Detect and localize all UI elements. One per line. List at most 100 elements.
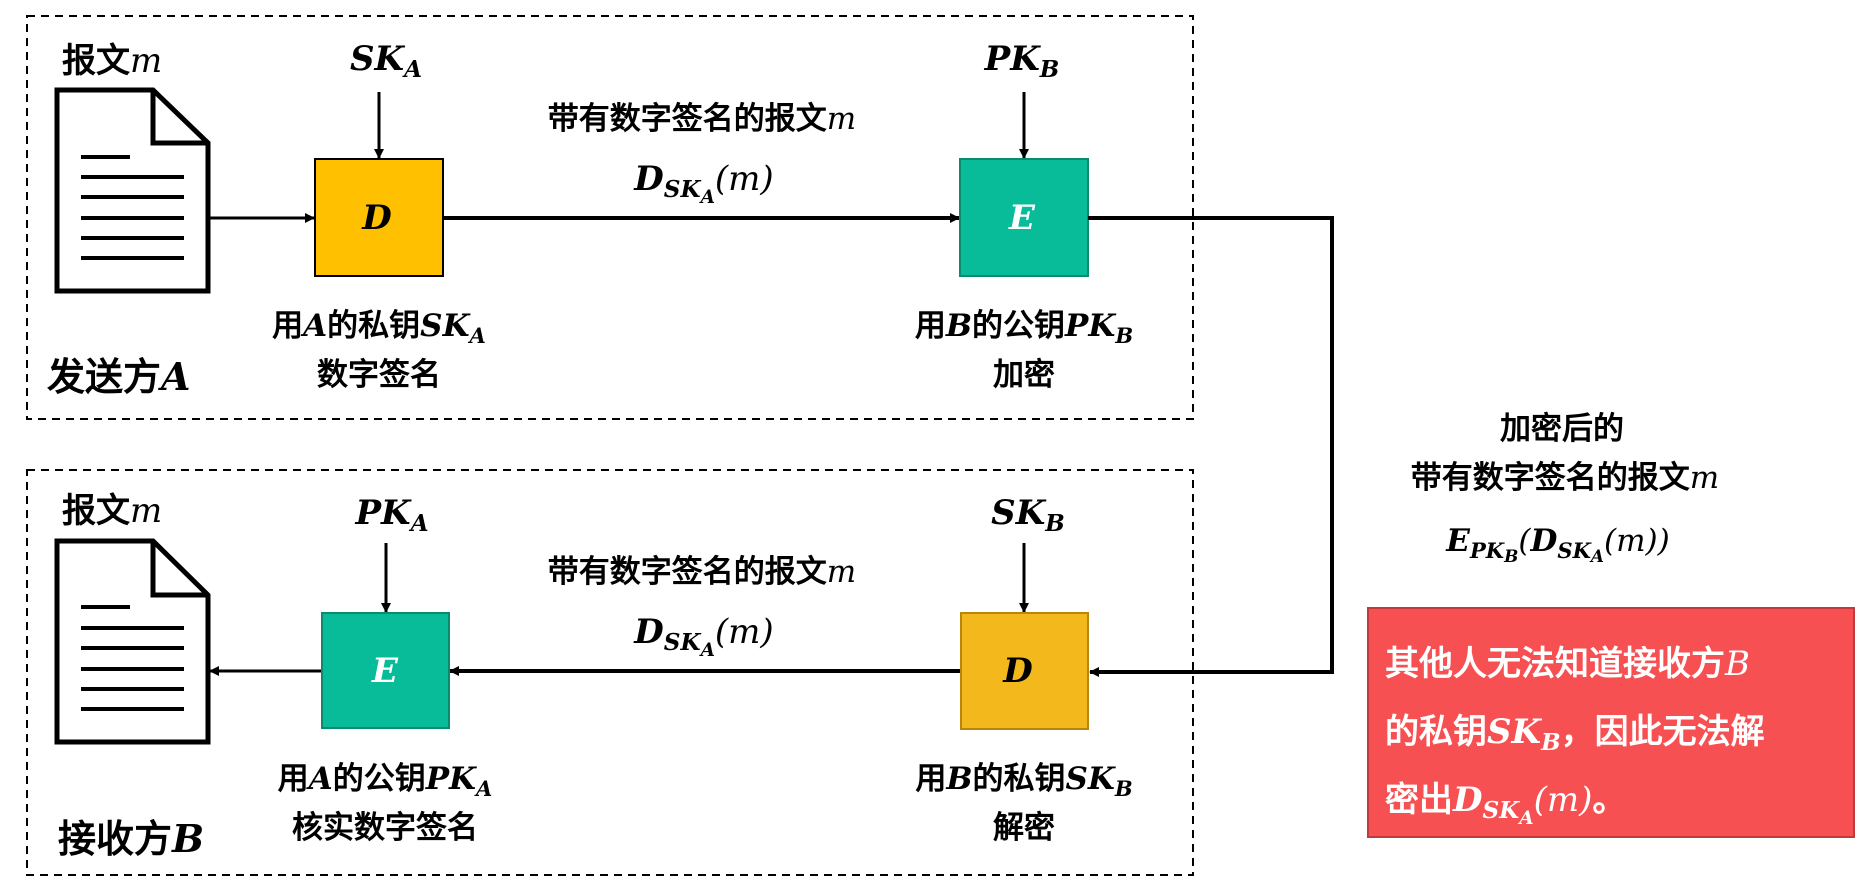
sender-document-icon <box>54 87 211 294</box>
note-line1-text: 其他人无法知道接收方 <box>1385 644 1725 684</box>
message-label-text: 报文 <box>62 491 130 531</box>
outer-sub-sub: B <box>1504 546 1519 567</box>
formula-fn: D <box>634 612 664 652</box>
verify-key-label: PKA <box>355 493 428 535</box>
caption-var: A <box>303 308 328 344</box>
caption-key-sub: B <box>1115 322 1134 348</box>
caption-mid: 的公钥 <box>972 308 1066 344</box>
key-sub: A <box>410 510 429 538</box>
outer-sub: PKB <box>1469 537 1519 567</box>
sign-caption-line2: 数字签名 <box>316 357 441 393</box>
key-main: PK <box>984 39 1040 79</box>
close-paren: ) <box>1657 523 1670 559</box>
formula-sub-main: SK <box>663 176 701 204</box>
mid-var: m <box>826 101 857 137</box>
decrypt-key-label: SKB <box>991 493 1065 535</box>
encrypt-box <box>959 158 1089 277</box>
note-line2-suffix: ，因此无法解 <box>1560 712 1765 752</box>
title-text: 接收方 <box>58 817 173 861</box>
key-sub: B <box>1045 510 1065 538</box>
channel-line2-var: m <box>1689 460 1720 496</box>
message-var: m <box>130 41 163 81</box>
caption-var: B <box>945 308 973 344</box>
formula-sub: SKA <box>663 176 715 206</box>
note-arg: (m) <box>1533 780 1593 820</box>
key-main: SK <box>349 39 405 79</box>
message-label-text: 报文 <box>62 41 130 81</box>
caption-key-main: PK <box>425 761 476 797</box>
channel-connector <box>1088 216 1334 677</box>
decrypt-caption: 用B的私钥SKB 解密 <box>915 756 1132 851</box>
mid-text: 带有数字签名的报文 <box>547 101 827 137</box>
decrypt-box-letter: D <box>1003 651 1033 691</box>
title-text: 发送方 <box>47 355 162 399</box>
sign-key-label: SKA <box>349 39 422 81</box>
note-fn: D <box>1453 780 1483 820</box>
note-line2: 的私钥SKB，因此无法解 <box>1385 712 1765 754</box>
note-line3-suffix: 。 <box>1592 780 1627 820</box>
formula-sub-sub: A <box>700 186 715 208</box>
encrypt-key-label: PKB <box>984 39 1060 81</box>
sign-box-letter: D <box>362 198 392 238</box>
key-main: PK <box>355 493 411 533</box>
sign-caption-line1: 用A的私钥SKA <box>272 303 486 352</box>
channel-formula: EPKB(DSKA(m)) <box>1446 523 1670 565</box>
sender-mid-formula: DSKA(m) <box>634 159 774 206</box>
mid-var: m <box>826 554 857 590</box>
channel-line1: 加密后的 <box>1500 411 1624 447</box>
open-paren: ( <box>1518 523 1531 559</box>
note-line2-prefix: 的私钥 <box>1385 712 1487 752</box>
message-var: m <box>130 491 163 531</box>
formula-arg: (m) <box>714 612 774 652</box>
verify-caption: 用A的公钥PKA 核实数字签名 <box>278 756 493 851</box>
caption-prefix: 用 <box>277 761 309 797</box>
key-sub: A <box>404 56 423 84</box>
sender-message-label: 报文m <box>62 44 162 78</box>
encrypt-caption-line1: 用B的公钥PKB <box>915 303 1133 352</box>
note-key-main: SK <box>1487 712 1542 752</box>
note-line3: 密出DSKA(m)。 <box>1385 780 1627 827</box>
outer-fn: E <box>1446 523 1470 559</box>
security-note-box: 其他人无法知道接收方B 的私钥SKB，因此无法解 密出DSKA(m)。 <box>1367 607 1855 838</box>
verify-box-letter: E <box>372 651 398 691</box>
formula-fn: D <box>634 159 664 199</box>
note-sub-main: SK <box>1482 797 1520 825</box>
sender-title: 发送方A <box>47 355 191 399</box>
encrypt-caption-line2: 加密 <box>992 357 1055 393</box>
inner-fn: D <box>1530 523 1558 559</box>
inner-sub-main: SK <box>1557 537 1591 563</box>
caption-key-main: SK <box>420 308 470 344</box>
sign-box <box>314 158 444 277</box>
channel-line2-text: 带有数字签名的报文 <box>1410 460 1690 496</box>
caption-key-sub: A <box>469 322 486 348</box>
formula-sub-main: SK <box>663 629 701 657</box>
verify-box <box>321 612 450 729</box>
outer-sub-main: PK <box>1469 537 1505 563</box>
note-sub-sub: A <box>1519 807 1534 829</box>
title-var: B <box>172 816 205 861</box>
channel-line2: 带有数字签名的报文m <box>1411 463 1719 494</box>
note-line3-prefix: 密出 <box>1385 780 1453 820</box>
note-sub: SKA <box>1482 797 1533 827</box>
formula-sub-sub: A <box>700 639 715 661</box>
formula-arg: (m) <box>714 159 774 199</box>
caption-prefix: 用 <box>915 761 947 797</box>
inner-sub-sub: A <box>1590 546 1604 567</box>
formula-sub: SKA <box>663 629 715 659</box>
note-key-sub: B <box>1541 729 1561 757</box>
caption-var: A <box>308 761 333 797</box>
note-line1-var: B <box>1725 644 1750 684</box>
caption-mid: 的私钥 <box>327 308 421 344</box>
sign-caption: 用A的私钥SKA 数字签名 <box>272 303 486 398</box>
key-main: SK <box>991 493 1046 533</box>
encrypt-box-letter: E <box>1009 198 1035 238</box>
caption-key-main: SK <box>1065 761 1115 797</box>
caption-mid: 的私钥 <box>972 761 1066 797</box>
caption-key-sub: B <box>1114 775 1133 801</box>
inner-arg: (m) <box>1604 523 1658 559</box>
verify-caption-line2: 核实数字签名 <box>292 810 478 846</box>
inner-sub: SKA <box>1557 537 1604 567</box>
title-var: A <box>161 354 191 399</box>
